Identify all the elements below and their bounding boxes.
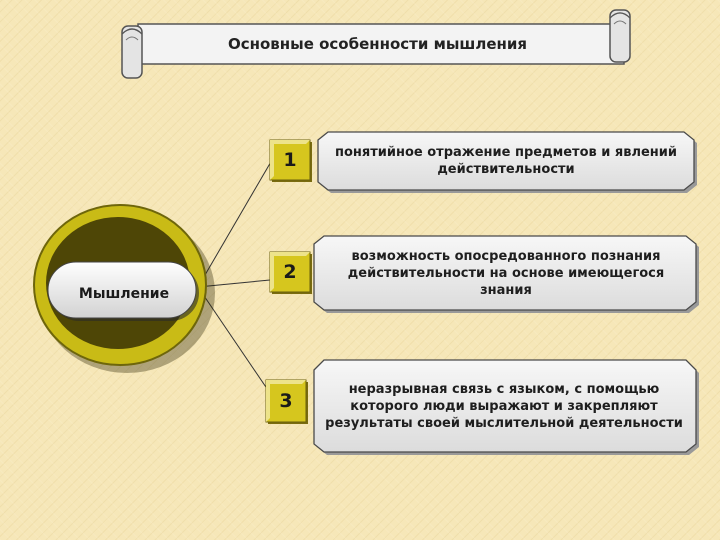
main-concept-label: Мышление <box>58 279 190 309</box>
banner-left-roll <box>122 26 142 78</box>
feature-text-3: неразрывная связь с языком, с помощью ко… <box>320 362 688 450</box>
feature-text-1: понятийное отражение предметов и явлений… <box>330 134 682 188</box>
banner-right-roll <box>610 10 630 62</box>
feature-text-2: возможность опосредованного познания дей… <box>330 238 682 308</box>
feature-number-1: 1 <box>270 140 310 180</box>
page-title: Основные особенности мышления <box>150 30 605 58</box>
feature-number-2: 2 <box>270 252 310 292</box>
feature-number-3: 3 <box>266 381 306 421</box>
